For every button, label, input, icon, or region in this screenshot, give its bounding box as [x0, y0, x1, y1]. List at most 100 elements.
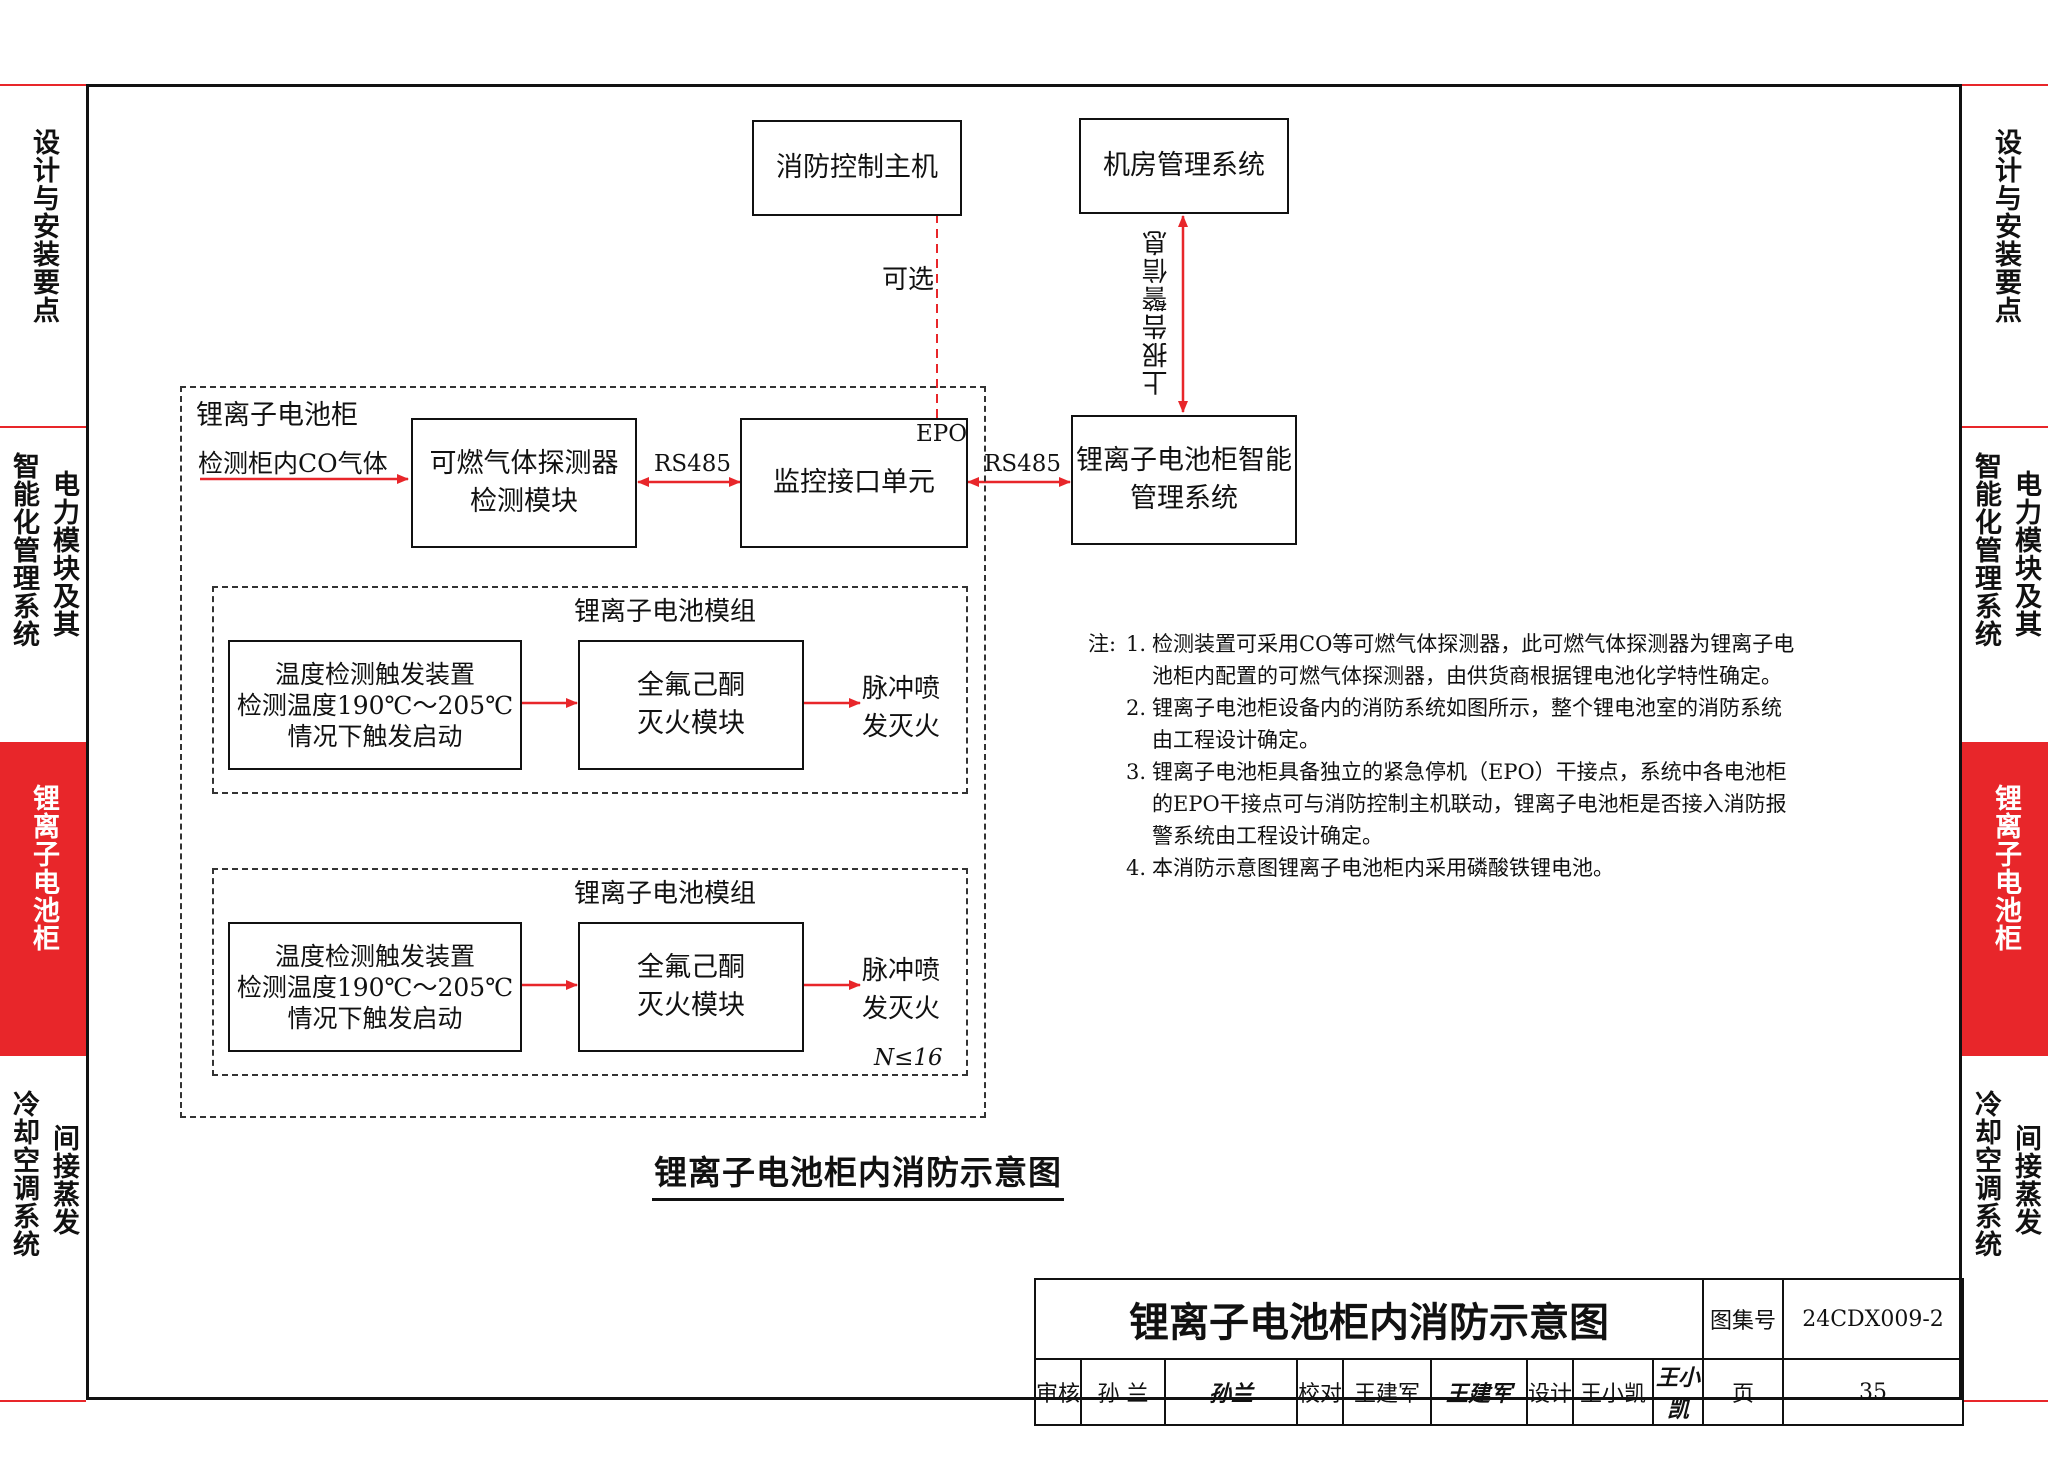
note-text: 锂离子电池柜设备内的消防系统如图所示，整个锂电池室的消防系统由工程设计确定。	[1152, 696, 1782, 752]
bms-label: 管理系统	[1130, 483, 1238, 514]
extinguisher-module-box: 全氟己酮 灭火模块	[578, 640, 804, 770]
result-label: 发灭火	[862, 712, 941, 742]
atlas-label: 图集号	[1702, 1278, 1784, 1360]
result-label: 脉冲喷	[862, 956, 941, 986]
side-tab-label: 电力模块及其	[2010, 470, 2041, 638]
trigger-device-label: 情况下触发启动	[287, 1003, 463, 1033]
drawing-frame	[86, 84, 1962, 1400]
side-tab-label: 智能化管理系统	[8, 452, 39, 648]
result-label: 发灭火	[862, 994, 941, 1024]
diagram-title: 锂离子电池柜内消防示意图	[652, 1146, 1064, 1201]
fire-control-host-label: 消防控制主机	[776, 152, 938, 183]
side-tab-label: 设计与安装要点	[1990, 128, 2021, 324]
rs485-left-label: RS485	[654, 451, 731, 477]
check-label: 校对	[1298, 1360, 1344, 1424]
note-indent	[1088, 852, 1126, 884]
note-item: 3. 锂离子电池柜具备独立的紧急停机（EPO）干接点，系统中各电池柜的EPO干接…	[1088, 756, 1800, 852]
side-tab-li-battery[interactable]: 锂离子电池柜	[0, 742, 86, 1056]
tab-divider	[0, 84, 86, 86]
rs485-right-label: RS485	[984, 451, 1061, 477]
extinguisher-module-box: 全氟己酮 灭火模块	[578, 922, 804, 1052]
trigger-device-box: 温度检测触发装置 检测温度190℃～205℃ 情况下触发启动	[228, 922, 522, 1052]
note-item: 4. 本消防示意图锂离子电池柜内采用磷酸铁锂电池。	[1088, 852, 1800, 884]
side-tab-label: 冷却空调系统	[8, 1090, 39, 1258]
bms-box: 锂离子电池柜智能 管理系统	[1071, 415, 1297, 545]
note-number: 3.	[1126, 760, 1147, 784]
gas-detector-label: 检测模块	[470, 486, 578, 517]
result-text: 脉冲喷 发灭火	[862, 952, 940, 1028]
module-title: 锂离子电池模组	[574, 597, 757, 627]
side-tab-cooling[interactable]: 冷却空调系统 间接蒸发	[0, 1056, 86, 1400]
bms-label: 锂离子电池柜智能	[1076, 445, 1292, 476]
side-tab-smart-mgmt[interactable]: 智能化管理系统 电力模块及其	[0, 426, 86, 742]
extinguisher-label: 灭火模块	[637, 990, 745, 1021]
result-text: 脉冲喷 发灭火	[862, 670, 940, 746]
trigger-device-label: 检测温度190℃～205℃	[236, 972, 514, 1002]
checker-name: 王建军	[1344, 1360, 1432, 1424]
optional-label: 可选	[882, 265, 935, 295]
room-mgmt-system-box: 机房管理系统	[1079, 118, 1289, 214]
side-tab-label: 锂离子电池柜	[28, 784, 59, 952]
trigger-device-label: 温度检测触发装置	[274, 659, 475, 689]
side-tab-li-battery[interactable]: 锂离子电池柜	[1962, 742, 2048, 1056]
tab-divider	[0, 1400, 86, 1402]
gas-detector-box: 可燃气体探测器 检测模块	[411, 418, 637, 548]
note-indent	[1088, 756, 1126, 852]
title-block: 锂离子电池柜内消防示意图 图集号 24CDX009-2 审核 孙 兰 孙兰 校对…	[1034, 1278, 1964, 1426]
notes-block: 注: 1. 检测装置可采用CO等可燃气体探测器，此可燃气体探测器为锂离子电池柜内…	[1088, 628, 1800, 884]
page-number: 35	[1782, 1358, 1964, 1426]
side-tab-label: 锂离子电池柜	[1990, 784, 2021, 952]
side-tab-label: 冷却空调系统	[1970, 1090, 2001, 1258]
extinguisher-label: 全氟己酮	[637, 952, 745, 983]
atlas-number: 24CDX009-2	[1782, 1278, 1964, 1360]
note-text: 锂离子电池柜具备独立的紧急停机（EPO）干接点，系统中各电池柜的EPO干接点可与…	[1152, 760, 1787, 848]
note-number: 2.	[1126, 696, 1147, 720]
side-tab-design[interactable]: 设计与安装要点	[1962, 84, 2048, 426]
review-label: 审核	[1036, 1360, 1082, 1424]
side-tab-design[interactable]: 设计与安装要点	[0, 84, 86, 426]
side-tab-cooling[interactable]: 冷却空调系统 间接蒸发	[1962, 1056, 2048, 1400]
designer-name: 王小凯	[1574, 1360, 1654, 1424]
signature-cells: 审核 孙 兰 孙兰 校对 王建军 王建军 设计 王小凯 王小凯	[1036, 1360, 1702, 1424]
room-mgmt-system-label: 机房管理系统	[1103, 150, 1265, 181]
design-label: 设计	[1528, 1360, 1574, 1424]
signature-row: 审核 孙 兰 孙兰 校对 王建军 王建军 设计 王小凯 王小凯	[1034, 1358, 1704, 1426]
note-indent	[1088, 692, 1126, 756]
left-side-tabs: 设计与安装要点 智能化管理系统 电力模块及其 锂离子电池柜 冷却空调系统 间接蒸…	[0, 84, 86, 1402]
cabinet-title: 锂离子电池柜	[196, 400, 358, 431]
tab-divider	[1962, 84, 2048, 86]
note-item: 注: 1. 检测装置可采用CO等可燃气体探测器，此可燃气体探测器为锂离子电池柜内…	[1088, 628, 1800, 692]
extinguisher-label: 全氟己酮	[637, 670, 745, 701]
fire-control-host-box: 消防控制主机	[752, 120, 962, 216]
result-label: 脉冲喷	[862, 674, 941, 704]
trigger-device-label: 检测温度190℃～205℃	[236, 690, 514, 720]
module-title: 锂离子电池模组	[574, 879, 757, 909]
monitor-unit-label: 监控接口单元	[773, 467, 935, 498]
side-tab-label: 设计与安装要点	[28, 128, 59, 324]
battery-module-group	[212, 868, 968, 1076]
side-tab-smart-mgmt[interactable]: 智能化管理系统 电力模块及其	[1962, 426, 2048, 742]
reviewer-name: 孙 兰	[1082, 1360, 1166, 1424]
note-number: 1.	[1126, 632, 1147, 656]
side-tab-label: 电力模块及其	[48, 470, 79, 638]
co-input-label: 检测柜内CO气体	[198, 449, 388, 478]
page-label: 页	[1702, 1358, 1784, 1426]
tab-divider	[1962, 426, 2048, 428]
tab-divider	[0, 426, 86, 428]
gas-detector-label: 可燃气体探测器	[429, 448, 619, 479]
tab-divider	[1962, 1400, 2048, 1402]
trigger-device-label: 情况下触发启动	[287, 721, 463, 751]
checker-signature: 王建军	[1432, 1360, 1528, 1424]
side-tab-label: 间接蒸发	[2010, 1124, 2041, 1236]
right-side-tabs: 设计与安装要点 智能化管理系统 电力模块及其 锂离子电池柜 冷却空调系统 间接蒸…	[1962, 84, 2048, 1402]
notes-prefix: 注:	[1088, 632, 1117, 656]
battery-cabinet-boundary	[180, 386, 986, 1118]
battery-module-group	[212, 586, 968, 794]
reviewer-signature: 孙兰	[1166, 1360, 1298, 1424]
report-alarm-label: 上报告警信息	[1142, 228, 1172, 396]
trigger-device-box: 温度检测触发装置 检测温度190℃～205℃ 情况下触发启动	[228, 640, 522, 770]
note-text: 检测装置可采用CO等可燃气体探测器，此可燃气体探测器为锂离子电池柜内配置的可燃气…	[1152, 632, 1795, 688]
designer-signature: 王小凯	[1655, 1365, 1700, 1423]
note-number: 4.	[1126, 856, 1147, 880]
